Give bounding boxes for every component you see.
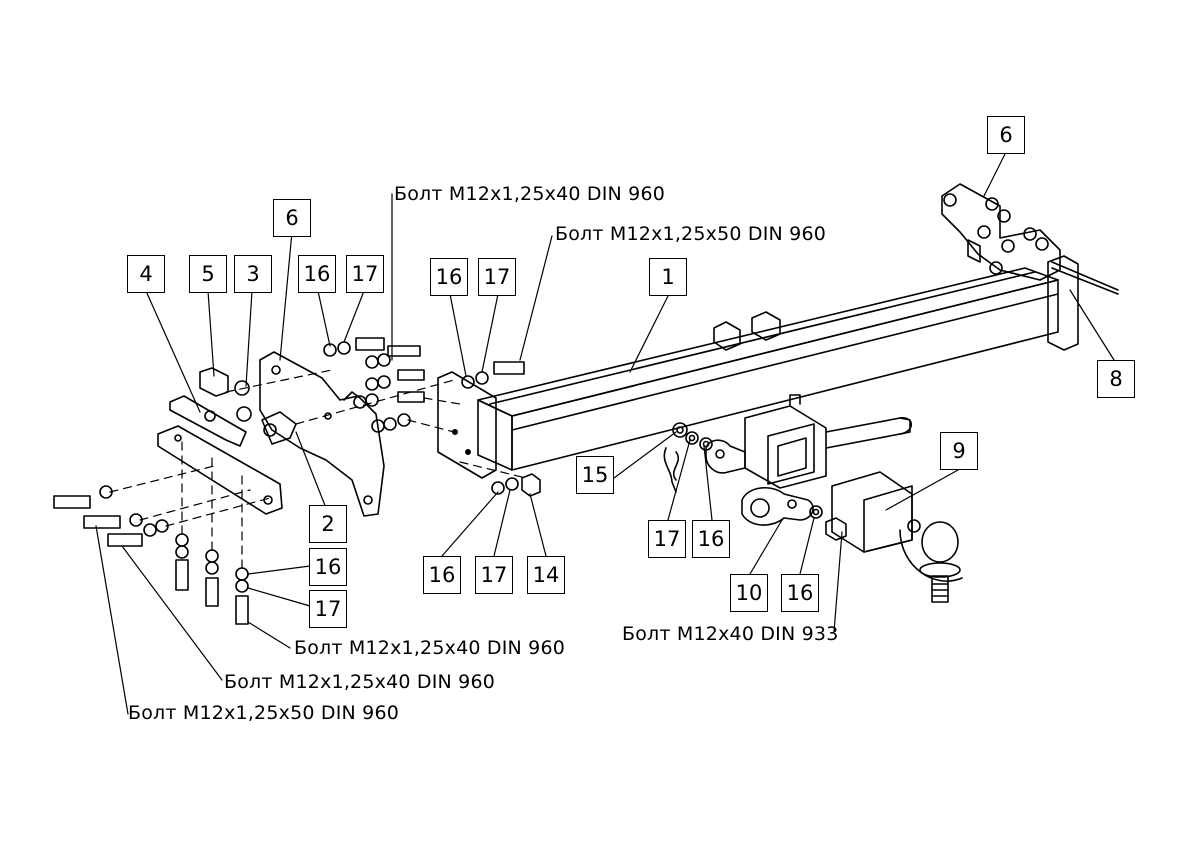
callout-6-top-right: 6 [987, 116, 1025, 154]
bracket-4 [157, 395, 283, 515]
receiver-fasteners [672, 422, 847, 541]
callout-17-a: 17 [346, 255, 384, 293]
beam-left-plate [437, 371, 497, 479]
assembly-guides [109, 369, 527, 569]
label-bolt-bottom-40-a: Болт М12х1,25х40 DIN 960 [294, 637, 566, 659]
ball-mount [831, 471, 963, 603]
left-fastener-stack [323, 337, 525, 433]
plates-5-3 [199, 367, 297, 445]
callout-8: 8 [1097, 360, 1135, 398]
callout-16-d: 16 [423, 556, 461, 594]
callout-5: 5 [189, 255, 227, 293]
label-bolt-bottom-40-b: Болт М12х1,25х40 DIN 960 [224, 671, 496, 693]
leader-lines [95, 151, 1115, 715]
hitch-pin [825, 417, 913, 449]
callout-17-b: 17 [478, 258, 516, 296]
left-bracket-plate [259, 351, 385, 517]
callout-17-f: 17 [309, 590, 347, 628]
callout-10: 10 [730, 574, 768, 612]
crossbar-beam [477, 267, 1059, 471]
callout-15: 15 [576, 456, 614, 494]
label-bolt-bottom-50: Болт М12х1,25х50 DIN 960 [128, 702, 400, 724]
callout-4: 4 [127, 255, 165, 293]
callout-16-e: 16 [781, 574, 819, 612]
callout-16-f: 16 [309, 548, 347, 586]
callout-16-c: 16 [692, 520, 730, 558]
callout-17-d: 17 [475, 556, 513, 594]
callout-2: 2 [309, 505, 347, 543]
center-fasteners [491, 473, 541, 497]
callout-1: 1 [649, 258, 687, 296]
hairpin-clip [663, 447, 680, 493]
label-bolt-top-40: Болт М12х1,25х40 DIN 960 [394, 183, 666, 205]
label-bolt-din933: Болт М12х40 DIN 933 [622, 623, 839, 645]
right-bracket [941, 183, 1119, 351]
callout-9: 9 [940, 432, 978, 470]
label-bolt-top-50: Болт М12х1,25х50 DIN 960 [555, 223, 827, 245]
callout-6-left: 6 [273, 199, 311, 237]
hitch-receiver [705, 394, 827, 489]
callout-14: 14 [527, 556, 565, 594]
bottom-left-bolts [53, 485, 249, 625]
callout-17-c: 17 [648, 520, 686, 558]
callout-3: 3 [234, 255, 272, 293]
callout-16-b: 16 [430, 258, 468, 296]
callout-16-a: 16 [298, 255, 336, 293]
plate-10 [741, 487, 814, 526]
